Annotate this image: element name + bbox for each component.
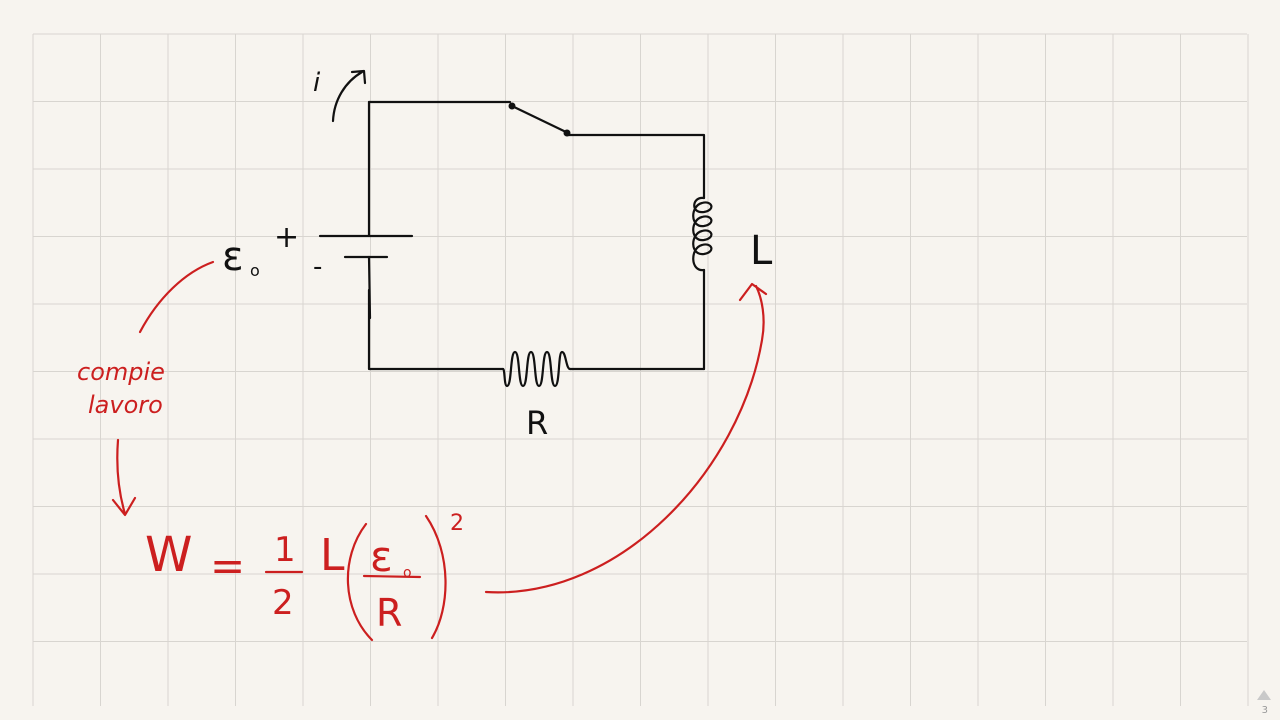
arrow-note-to-formula	[111, 438, 137, 517]
minus-sign: -	[313, 252, 322, 282]
energy-formula: W = 1 2 L ε o R 2	[145, 511, 464, 642]
formula-emf: ε	[370, 532, 393, 581]
wire-bottom-left	[367, 288, 505, 371]
current-arrow	[331, 69, 367, 123]
work-note-line1: compie	[77, 358, 165, 386]
circuit-diagram	[318, 69, 713, 388]
page-number: 3	[1261, 705, 1268, 716]
current-label: i	[313, 68, 321, 98]
emf-subscript: o	[250, 261, 260, 280]
plus-sign: +	[274, 220, 299, 255]
formula-equals: =	[210, 541, 245, 590]
formula-right-paren	[424, 514, 447, 640]
arrow-formula-to-inductor	[484, 282, 768, 594]
scroll-up-arrow-icon[interactable]	[1257, 690, 1271, 700]
battery	[318, 234, 414, 320]
formula-half-numerator: 1	[274, 530, 296, 570]
formula-inner-bar	[362, 574, 422, 579]
arrow-emf-to-note	[138, 260, 215, 334]
switch	[508, 102, 571, 137]
battery-lower-lead	[367, 255, 372, 320]
annotations: compie lavoro	[77, 260, 768, 594]
inductor-coil	[692, 196, 713, 272]
switch-blade	[510, 104, 568, 134]
formula-lhs: W	[145, 527, 192, 583]
formula-resistance: R	[376, 591, 402, 635]
inductor-label: L	[750, 228, 773, 274]
emf-label: ε	[222, 234, 244, 280]
work-note-line2: lavoro	[88, 391, 163, 419]
resistor-zigzag	[501, 350, 572, 388]
formula-inductance: L	[320, 530, 345, 581]
formula-emf-subscript: o	[403, 565, 412, 581]
wire-top-right	[565, 133, 706, 200]
resistor-label: R	[526, 404, 548, 442]
formula-exponent: 2	[450, 511, 464, 536]
grid-lines	[32, 33, 1249, 706]
formula-half-denominator: 2	[272, 583, 294, 623]
formula-left-paren	[346, 522, 374, 642]
